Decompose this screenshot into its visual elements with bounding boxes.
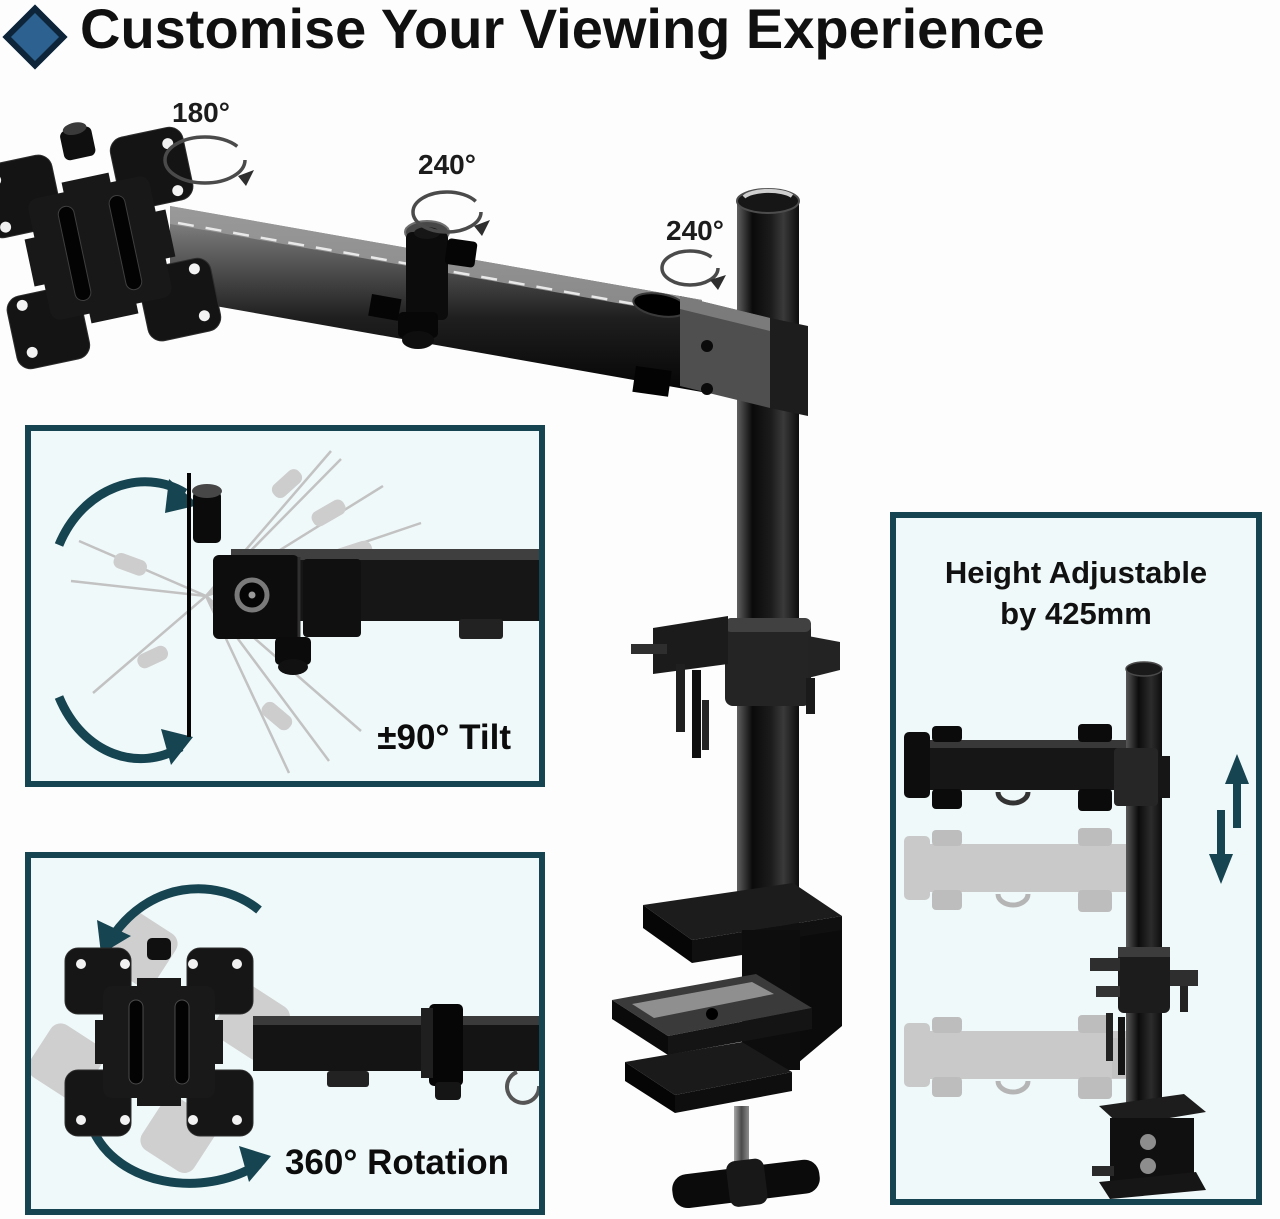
rotation-label: 360° Rotation [285, 1143, 509, 1182]
height-illustration [904, 661, 1249, 1199]
height-adjust-arrows [1209, 754, 1249, 884]
rotation-ellipse-icon [660, 249, 720, 287]
tilt-label: ±90° Tilt [377, 718, 511, 757]
height-black-arm [904, 724, 1170, 811]
arm-hinge [398, 220, 478, 349]
diamond-icon [2, 4, 68, 70]
rotation-arm-graphic [253, 1004, 539, 1105]
swivel-annotation-180: 180° [163, 97, 254, 186]
tilt-inset: ±90° Tilt [25, 425, 545, 787]
angle-label-180: 180° [172, 97, 230, 128]
tilt-arrows [54, 477, 188, 764]
clamp-t-handle [672, 1158, 820, 1209]
desk-clamp [612, 883, 842, 1209]
height-inset: Height Adjustable by 425mm [890, 512, 1262, 1205]
cable-clip-collar [631, 616, 840, 758]
height-pole [1125, 661, 1163, 1138]
height-clamp [1092, 1094, 1206, 1199]
swivel-annotation-240-mid: 240° [411, 149, 490, 236]
monitor-arm-figure: 180° 240° 240° [0, 97, 842, 1209]
ghost-arm-upper [904, 828, 1126, 912]
arrow-head-icon [97, 920, 131, 954]
header: Customise Your Viewing Experience [0, 0, 1280, 80]
rotation-inset: 360° Rotation [25, 852, 545, 1215]
vesa-plate [0, 122, 222, 370]
arrow-up-icon [1225, 754, 1249, 784]
tilt-arm-graphic [192, 484, 539, 675]
pole-bracket [680, 296, 808, 416]
arrow-down-icon [1209, 854, 1233, 884]
height-heading: Height Adjustable by 425mm [896, 552, 1256, 634]
swivel-annotation-240-pole: 240° [660, 215, 726, 290]
rotation-illustration: 360° Rotation [31, 884, 539, 1188]
rotation-arrows [88, 884, 262, 1188]
angle-label-240-pole: 240° [666, 215, 724, 246]
arrow-head-icon [161, 729, 193, 765]
tilt-illustration: ±90° Tilt [54, 450, 539, 774]
ghost-arm-lower [904, 1015, 1148, 1099]
height-heading-line1: Height Adjustable [944, 555, 1208, 590]
arrow-head-icon [239, 1146, 271, 1182]
pole [736, 188, 800, 930]
height-heading-line2: by 425mm [1000, 596, 1152, 631]
page-title: Customise Your Viewing Experience [80, 0, 1045, 60]
height-cable-collar [1090, 947, 1198, 1075]
rotation-ellipse-icon [163, 135, 247, 185]
vesa-plate-front [64, 938, 254, 1137]
angle-label-240-mid: 240° [418, 149, 476, 180]
rotation-ellipse-icon [411, 190, 483, 234]
